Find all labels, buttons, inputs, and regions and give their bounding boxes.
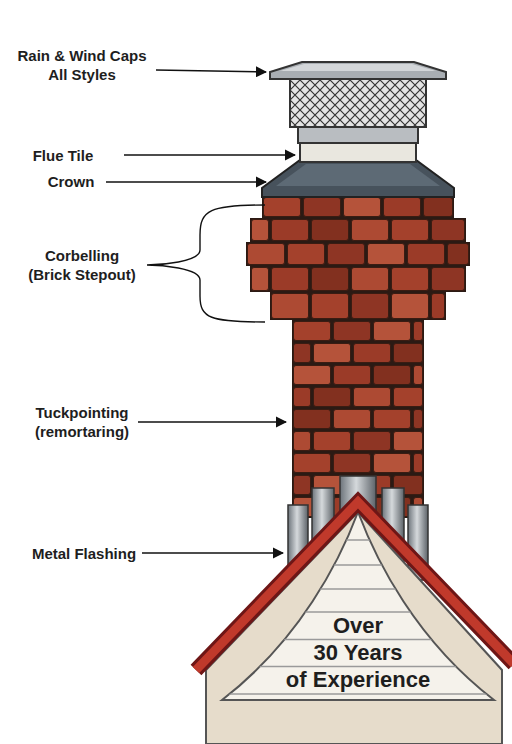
brick: [252, 268, 269, 291]
brick: [352, 268, 389, 291]
mortar: [250, 266, 466, 292]
brick: [294, 454, 331, 473]
brick: [314, 388, 351, 407]
brick: [294, 388, 311, 407]
brick: [288, 244, 325, 265]
brick: [414, 366, 423, 385]
mortar: [250, 218, 466, 242]
experience-text: Over: [258, 614, 458, 638]
brick: [272, 294, 309, 319]
roof-edge-fill: [196, 502, 512, 670]
brick: [334, 410, 371, 429]
brick: [374, 454, 411, 473]
brick: [328, 244, 365, 265]
brick: [294, 344, 311, 363]
brick: [294, 432, 311, 451]
brick: [334, 366, 371, 385]
brick: [294, 410, 331, 429]
brick: [374, 322, 411, 341]
brick: [334, 454, 371, 473]
mortar: [292, 386, 424, 408]
roof-edge: [196, 502, 512, 670]
brick: [432, 268, 465, 291]
cap-lid-highlight: [280, 64, 436, 71]
brick: [394, 388, 423, 407]
mortar: [292, 430, 424, 452]
brick: [374, 366, 411, 385]
brick: [312, 294, 349, 319]
brick: [314, 344, 351, 363]
mortar: [246, 242, 470, 266]
brick: [312, 220, 349, 241]
mortar: [292, 408, 424, 430]
crown: [262, 160, 454, 197]
crown-highlight: [276, 164, 440, 186]
corbel-bracket: [147, 205, 265, 322]
brick: [432, 220, 465, 241]
brick: [334, 322, 371, 341]
experience-text: of Experience: [258, 668, 458, 692]
brick: [294, 476, 311, 495]
brick: [272, 220, 309, 241]
cap-band: [298, 126, 418, 143]
brick: [352, 220, 389, 241]
part-label: Corbelling (Brick Stepout): [26, 246, 138, 284]
brick: [314, 432, 351, 451]
mortar: [262, 196, 454, 218]
brick: [352, 294, 389, 319]
mortar: [292, 364, 424, 386]
brick: [294, 322, 331, 341]
brick: [354, 388, 391, 407]
brick: [392, 294, 429, 319]
brick: [414, 454, 423, 473]
brick: [432, 294, 445, 319]
mortar: [292, 342, 424, 364]
brick: [424, 198, 453, 217]
experience-text: 30 Years: [258, 641, 458, 665]
part-label: Tuckpointing (remortaring): [26, 403, 138, 441]
brick: [272, 268, 309, 291]
brick: [408, 244, 445, 265]
mortar: [292, 452, 424, 474]
part-label: Crown: [16, 172, 126, 191]
brick: [248, 244, 285, 265]
brick: [394, 344, 423, 363]
brick: [368, 244, 405, 265]
house-gable: [206, 512, 502, 744]
leader-lines: [106, 70, 295, 553]
brick: [264, 198, 301, 217]
brick: [294, 366, 331, 385]
brick: [374, 410, 411, 429]
corbelling-bricks: [246, 196, 470, 320]
brick: [414, 322, 423, 341]
brick: [252, 220, 269, 241]
part-label: Metal Flashing: [26, 544, 142, 563]
brick: [392, 268, 429, 291]
cap-lid: [270, 62, 446, 79]
part-label: Flue Tile: [8, 146, 118, 165]
cap-mesh: [290, 78, 426, 127]
flue-tile: [300, 142, 416, 162]
brick: [392, 220, 429, 241]
brick: [414, 410, 423, 429]
mortar: [292, 320, 424, 342]
brick: [384, 198, 421, 217]
brick: [344, 198, 381, 217]
brick: [394, 432, 423, 451]
brick: [354, 432, 391, 451]
part-label: Rain & Wind Caps All Styles: [12, 46, 152, 84]
brick: [354, 344, 391, 363]
brick: [304, 198, 341, 217]
brick: [448, 244, 469, 265]
brick: [312, 268, 349, 291]
mortar: [270, 292, 446, 320]
